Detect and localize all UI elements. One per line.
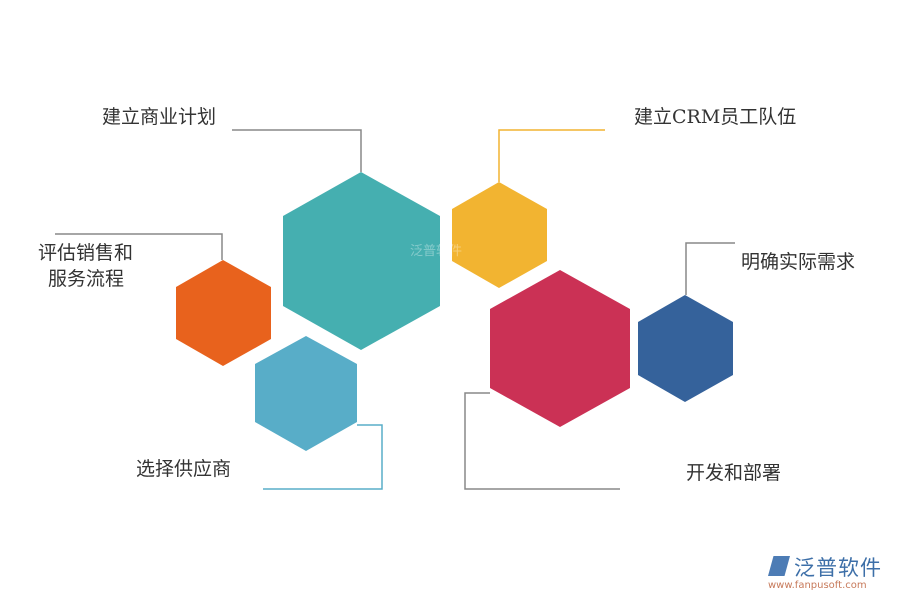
label-vendor: 选择供应商 xyxy=(136,458,232,480)
logo-url: www.fanpusoft.com xyxy=(768,580,867,591)
logo-icon xyxy=(768,556,790,576)
connector-vendor xyxy=(263,424,383,490)
hexagon-plan xyxy=(283,172,440,350)
hexagon-deploy xyxy=(490,270,630,427)
logo-name: 泛普软件 xyxy=(794,556,882,580)
connector-team xyxy=(498,129,605,182)
label-needs: 明确实际需求 xyxy=(741,251,856,273)
connector-plan xyxy=(232,129,362,172)
hexagon-vendor xyxy=(255,336,357,451)
label-team: 建立CRM员工队伍 xyxy=(634,106,797,128)
connector-needs xyxy=(685,242,735,295)
watermark: 泛普软件 xyxy=(410,244,463,259)
label-deploy: 开发和部署 xyxy=(686,462,782,484)
hexagon-team xyxy=(452,182,547,288)
label-evaluate-line2: 服务流程 xyxy=(48,268,125,290)
hexagon-evaluate xyxy=(176,260,271,366)
connector-evaluate xyxy=(55,233,223,260)
hexagon-needs xyxy=(638,295,733,402)
connector-deploy xyxy=(464,392,620,490)
label-plan: 建立商业计划 xyxy=(102,106,217,128)
brand-logo: 泛普软件 www.fanpusoft.com xyxy=(768,552,882,591)
label-evaluate-line1: 评估销售和 xyxy=(38,242,134,264)
